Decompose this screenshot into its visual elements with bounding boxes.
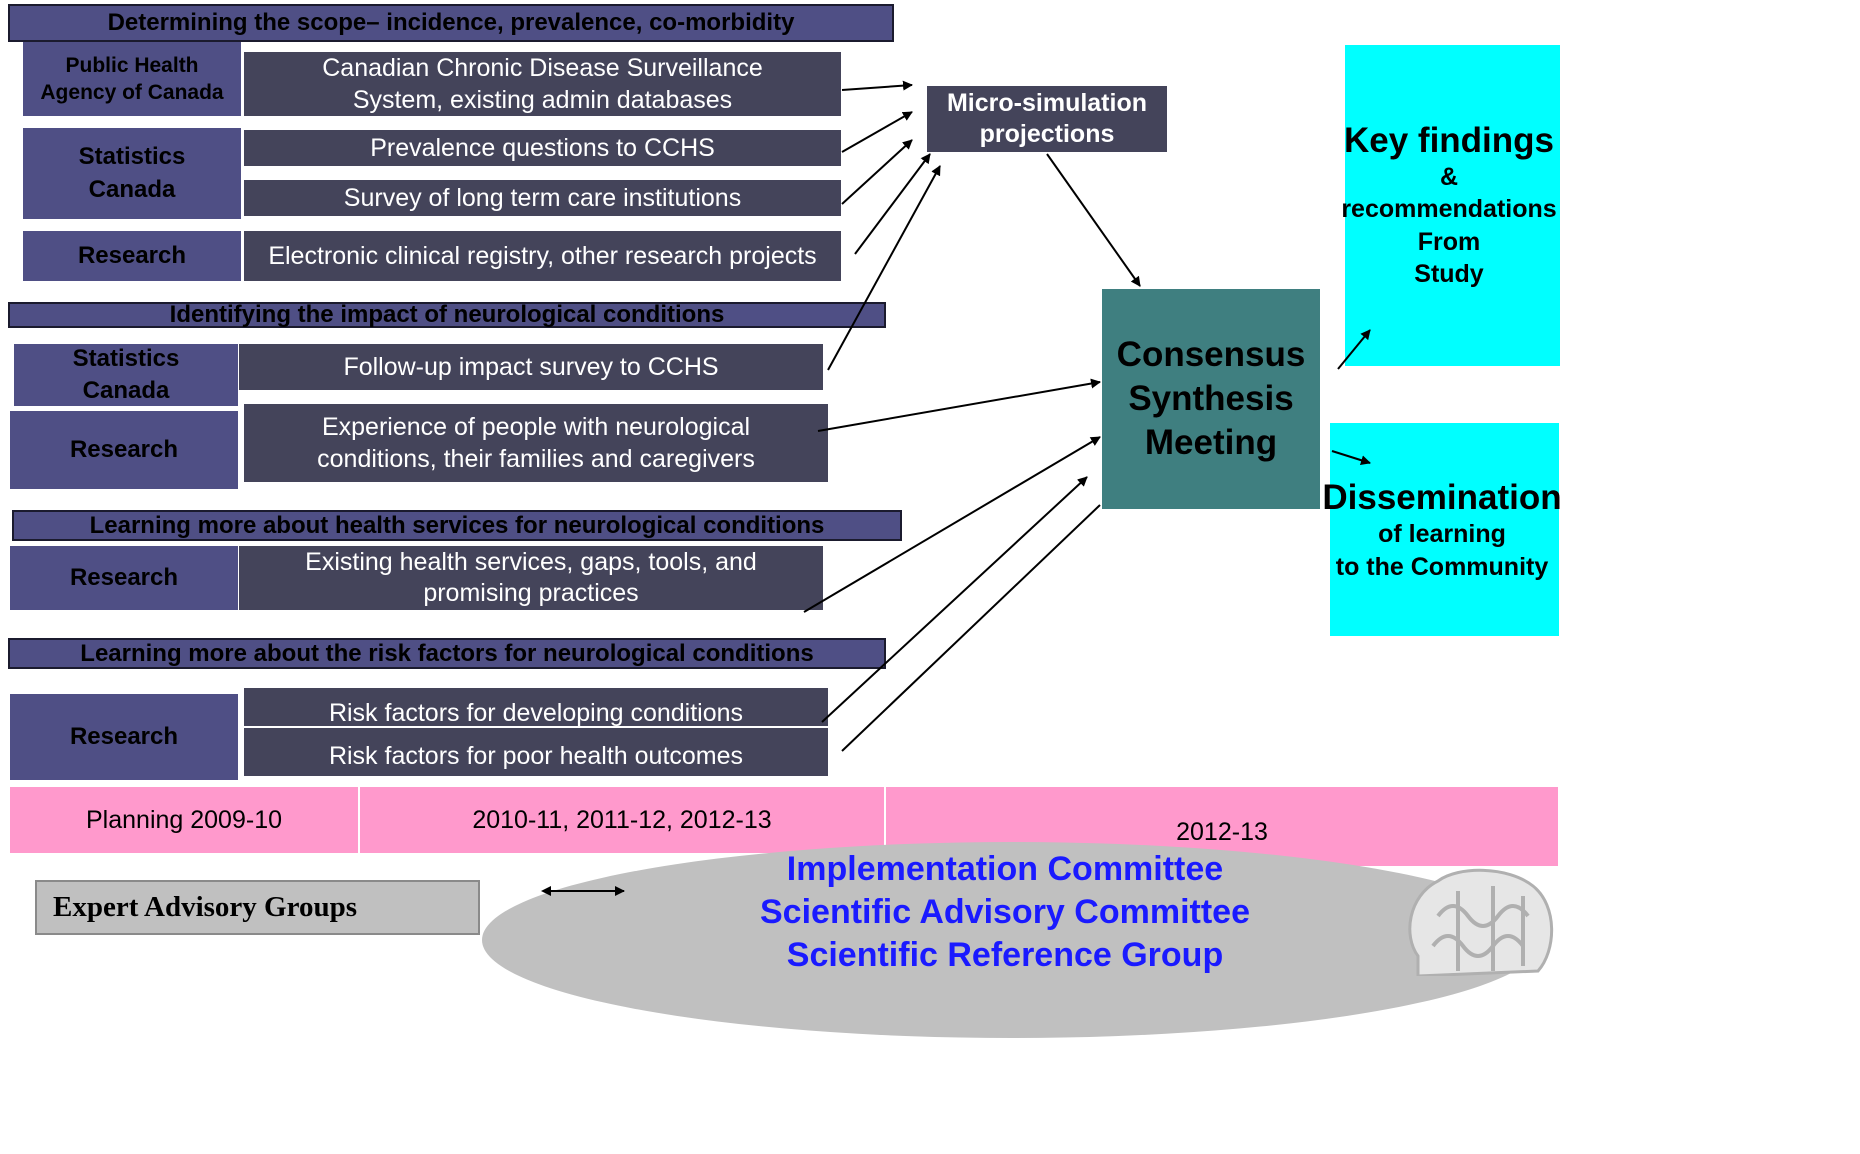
line-risk-poor-to-consensus (841, 504, 1101, 752)
item-clinical-registry: Electronic clinical registry, other rese… (244, 231, 841, 281)
consensus-box: Consensus Synthesis Meeting (1102, 289, 1320, 509)
section-header-risk: Learning more about the risk factors for… (8, 638, 886, 669)
timeline-planning: Planning 2009-10 (10, 787, 358, 853)
item-risk-poor: Risk factors for poor health outcomes (244, 728, 828, 776)
dissemination-title: Dissemination (1322, 478, 1562, 517)
section-header-scope: Determining the scope– incidence, preval… (8, 4, 894, 42)
section-header-impact: Identifying the impact of neurological c… (8, 302, 886, 328)
item-experience: Experience of people with neurological c… (244, 404, 828, 482)
dissemination-text: Dissemination of learning to the Communi… (1318, 478, 1566, 583)
key-findings-title: Key findings (1343, 121, 1555, 160)
arrow-microsim-to-consensus (1046, 153, 1141, 287)
timeline-middle: 2010-11, 2011-12, 2012-13 (360, 787, 884, 853)
key-findings-study: Study (1414, 260, 1484, 288)
arrow-consensus-to-findings (1337, 329, 1371, 370)
expert-advisory-groups: Expert Advisory Groups (35, 880, 480, 935)
microsimulation-box: Micro-simulation projections (927, 86, 1167, 152)
key-findings-box (1345, 45, 1560, 366)
item-health-services: Existing health services, gaps, tools, a… (239, 546, 823, 610)
key-findings-rec: recommendations (1341, 195, 1557, 223)
item-followup-survey: Follow-up impact survey to CCHS (239, 344, 823, 390)
arrow-consensus-to-dissemination (1331, 450, 1371, 466)
source-label-phac: Public Health Agency of Canada (23, 42, 241, 116)
arrow-prevalence-to-microsim (841, 111, 913, 153)
source-label-research-2: Research (10, 411, 238, 489)
key-findings-amp: & (1439, 162, 1459, 191)
source-label-research-3: Research (10, 546, 238, 610)
connector-arrows (541, 80, 1371, 896)
committees-ellipse (482, 842, 1542, 1038)
section-header-services: Learning more about health services for … (12, 510, 902, 541)
key-findings-text: Key findings & recommendations From Stud… (1330, 121, 1568, 291)
source-label-statcan: Statistics Canada (23, 128, 241, 219)
item-ltc-survey: Survey of long term care institutions (244, 180, 841, 216)
item-risk-developing: Risk factors for developing conditions (244, 688, 828, 726)
arrow-ccdss-to-microsim (841, 80, 913, 91)
committee-scientific-advisory: Scientific Advisory Committee (760, 893, 1250, 931)
committee-implementation: Implementation Committee (786, 850, 1224, 888)
committees-list: Implementation Committee Scientific Advi… (700, 848, 1310, 977)
item-cchs-prevalence: Prevalence questions to CCHS (244, 130, 841, 166)
source-label-research: Research (23, 231, 241, 281)
committee-scientific-reference: Scientific Reference Group (786, 936, 1224, 974)
dissemination-line2: of learning (1378, 520, 1506, 549)
arrow-ltc-to-microsim (841, 139, 913, 205)
brain-icon (1398, 856, 1558, 976)
dissemination-line3: to the Community (1335, 552, 1549, 581)
item-ccdss: Canadian Chronic Disease Surveillance Sy… (244, 52, 841, 116)
arrow-services-to-consensus (803, 436, 1101, 613)
arrow-risk-dev-to-consensus (821, 476, 1088, 723)
arrow-experience-to-consensus (817, 378, 1101, 432)
source-label-statcan-2: Statistics Canada (14, 344, 238, 406)
arrow-registry-to-microsim (854, 153, 931, 255)
source-label-research-4: Research (10, 694, 238, 780)
arrow-followup-to-microsim (827, 165, 941, 371)
key-findings-from: From (1417, 227, 1481, 256)
